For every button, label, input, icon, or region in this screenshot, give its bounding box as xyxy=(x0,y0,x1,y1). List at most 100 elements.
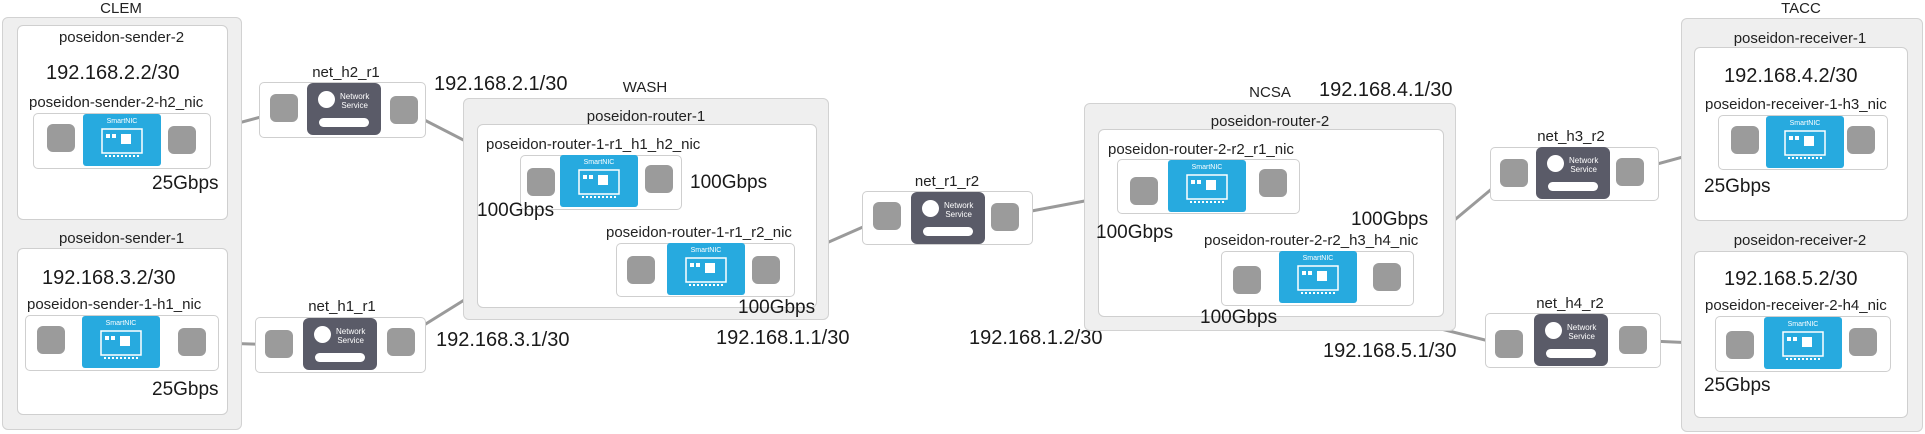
port-sender-2-b[interactable] xyxy=(168,126,196,154)
port-router-2-b1[interactable] xyxy=(1233,266,1261,294)
bw-router-1-a-left: 100Gbps xyxy=(477,200,555,221)
ns-bar xyxy=(923,227,973,236)
port-receiver-1-a[interactable] xyxy=(1731,126,1759,154)
port-net-h2-r1-a[interactable] xyxy=(270,94,298,122)
smartnic-label: SmartNIC xyxy=(106,118,138,125)
net-label-r1-r2: net_r1_r2 xyxy=(914,173,980,190)
port-net-r1-r2-a[interactable] xyxy=(873,202,901,230)
port-receiver-1-b[interactable] xyxy=(1847,126,1875,154)
nic-label-receiver-1: poseidon-receiver-1-h3_nic xyxy=(1705,96,1887,113)
node-title-router-2: poseidon-router-2 xyxy=(1210,113,1330,130)
ip-net-r1-r2-left: 192.168.1.1/30 xyxy=(716,327,850,349)
ip-net-h4-r2: 192.168.5.1/30 xyxy=(1323,340,1457,362)
smartnic-router-1-b: SmartNIC xyxy=(667,243,745,295)
network-service-icon xyxy=(318,91,335,108)
nic-label-router-1-a: poseidon-router-1-r1_h1_h2_nic xyxy=(486,136,701,153)
port-net-h4-r2-a[interactable] xyxy=(1495,330,1523,358)
port-net-r1-r2-b[interactable] xyxy=(991,203,1019,231)
site-label-ncsa: NCSA xyxy=(1249,84,1291,101)
smartnic-label: SmartNIC xyxy=(1302,255,1334,262)
nic-label-sender-2: poseidon-sender-2-h2_nic xyxy=(29,94,204,111)
bw-sender-1: 25Gbps xyxy=(152,379,219,400)
port-router-2-b2[interactable] xyxy=(1373,263,1401,291)
port-net-h1-r1-b[interactable] xyxy=(387,328,415,356)
ip-sender-2: 192.168.2.2/30 xyxy=(46,62,180,84)
port-router-2-a2[interactable] xyxy=(1259,169,1287,197)
ns-bar xyxy=(1546,349,1596,358)
ip-net-h2-r1: 192.168.2.1/30 xyxy=(434,73,568,95)
net-label-h3-r2: net_h3_r2 xyxy=(1537,128,1605,145)
ip-receiver-2: 192.168.5.2/30 xyxy=(1724,268,1858,290)
smartnic-sender-2: SmartNIC xyxy=(83,114,161,166)
port-router-1-a2[interactable] xyxy=(645,165,673,193)
port-router-1-a1[interactable] xyxy=(527,168,555,196)
ip-receiver-1: 192.168.4.2/30 xyxy=(1724,65,1858,87)
node-title-sender-1: poseidon-sender-1 xyxy=(58,230,185,247)
smartnic-sender-1: SmartNIC xyxy=(82,316,160,368)
smartnic-router-2-a: SmartNIC xyxy=(1168,160,1246,212)
port-router-1-b1[interactable] xyxy=(627,256,655,284)
net-label-h2-r1: net_h2_r1 xyxy=(312,64,380,81)
nic-card-icon xyxy=(1782,331,1824,360)
smartnic-label: SmartNIC xyxy=(690,247,722,254)
site-label-tacc: TACC xyxy=(1781,0,1821,17)
nic-label-receiver-2: poseidon-receiver-2-h4_nic xyxy=(1705,297,1887,314)
port-sender-2-a[interactable] xyxy=(47,124,75,152)
smartnic-label: SmartNIC xyxy=(583,159,615,166)
port-router-1-b2[interactable] xyxy=(752,256,780,284)
smartnic-label: SmartNIC xyxy=(1789,120,1821,127)
bw-sender-2: 25Gbps xyxy=(152,173,219,194)
port-router-2-a1[interactable] xyxy=(1130,177,1158,205)
port-sender-1-b[interactable] xyxy=(178,328,206,356)
node-title-receiver-1: poseidon-receiver-1 xyxy=(1733,30,1867,47)
nic-label-router-2-b: poseidon-router-2-r2_h3_h4_nic xyxy=(1204,232,1419,249)
nic-label-router-1-b: poseidon-router-1-r1_r2_nic xyxy=(606,224,792,241)
ns-bar xyxy=(319,118,369,127)
nic-label-router-2-a: poseidon-router-2-r2_r1_nic xyxy=(1108,141,1294,158)
bw-router-2-b-bottom: 100Gbps xyxy=(1200,307,1278,328)
port-net-h4-r2-b[interactable] xyxy=(1619,326,1647,354)
node-title-router-1: poseidon-router-1 xyxy=(586,108,706,125)
ip-sender-1: 192.168.3.2/30 xyxy=(42,267,176,289)
nic-card-icon xyxy=(1297,265,1339,294)
ip-net-h1-r1: 192.168.3.1/30 xyxy=(436,329,570,351)
node-title-receiver-2: poseidon-receiver-2 xyxy=(1733,232,1867,249)
network-service-icon xyxy=(922,200,939,217)
bw-router-1-b: 100Gbps xyxy=(738,297,816,318)
port-net-h3-r2-b[interactable] xyxy=(1616,158,1644,186)
port-net-h3-r2-a[interactable] xyxy=(1500,159,1528,187)
bw-router-2-a: 100Gbps xyxy=(1096,222,1174,243)
smartnic-label: SmartNIC xyxy=(1191,164,1223,171)
ns-bar xyxy=(1548,182,1598,191)
port-net-h1-r1-a[interactable] xyxy=(265,330,293,358)
port-sender-1-a[interactable] xyxy=(37,326,65,354)
site-label-wash: WASH xyxy=(622,79,668,96)
port-receiver-2-b[interactable] xyxy=(1849,328,1877,356)
smartnic-router-2-b: SmartNIC xyxy=(1279,251,1357,303)
nic-card-icon xyxy=(578,169,620,198)
site-label-clem: CLEM xyxy=(100,0,142,17)
nic-card-icon xyxy=(1186,174,1228,203)
port-net-h2-r1-b[interactable] xyxy=(390,96,418,124)
network-service-icon xyxy=(314,326,331,343)
nic-card-icon xyxy=(685,257,727,286)
port-receiver-2-a[interactable] xyxy=(1726,331,1754,359)
smartnic-label: SmartNIC xyxy=(105,320,137,327)
net-label-h4-r2: net_h4_r2 xyxy=(1536,295,1604,312)
smartnic-receiver-2: SmartNIC xyxy=(1764,317,1842,369)
bw-router-1-a-right: 100Gbps xyxy=(690,172,768,193)
bw-receiver-1: 25Gbps xyxy=(1704,176,1771,197)
net-label-h1-r1: net_h1_r1 xyxy=(308,298,376,315)
smartnic-label: SmartNIC xyxy=(1787,321,1819,328)
network-service-icon xyxy=(1545,322,1562,339)
network-service-icon xyxy=(1547,155,1564,172)
ip-net-r1-r2-right: 192.168.1.2/30 xyxy=(969,327,1103,349)
smartnic-router-1-a: SmartNIC xyxy=(560,155,638,207)
